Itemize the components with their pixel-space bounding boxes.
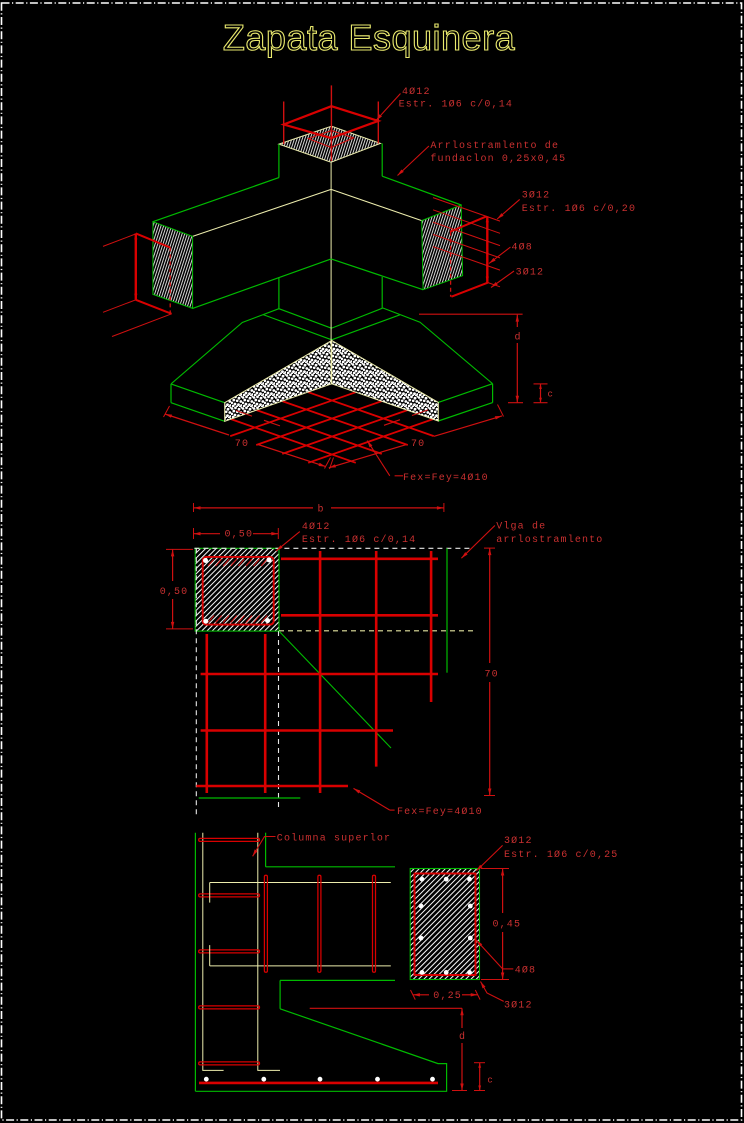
- svg-text:Fex=Fey=4Ø10: Fex=Fey=4Ø10: [397, 806, 483, 818]
- svg-text:arrlostramlento: arrlostramlento: [496, 534, 603, 546]
- svg-text:4Ø8: 4Ø8: [515, 965, 536, 977]
- svg-text:Zapata Esquinera: Zapata Esquinera: [223, 17, 516, 58]
- svg-text:d: d: [515, 332, 522, 344]
- svg-text:70: 70: [235, 439, 249, 450]
- svg-text:Estr. 1Ø6 c/0,14: Estr. 1Ø6 c/0,14: [399, 99, 513, 111]
- svg-text:Fex=Fey=4Ø10: Fex=Fey=4Ø10: [403, 472, 489, 484]
- svg-text:Estr. 1Ø6 c/0,25: Estr. 1Ø6 c/0,25: [504, 849, 618, 861]
- svg-text:c: c: [548, 390, 555, 400]
- svg-text:Estr. 1Ø6 c/0,14: Estr. 1Ø6 c/0,14: [302, 534, 416, 546]
- svg-text:fundaclon 0,25x0,45: fundaclon 0,25x0,45: [430, 153, 566, 165]
- svg-text:c: c: [487, 1076, 494, 1086]
- svg-text:Vlga de: Vlga de: [496, 521, 546, 533]
- svg-text:0,45: 0,45: [493, 919, 522, 930]
- svg-text:70: 70: [411, 439, 425, 450]
- svg-text:4Ø8: 4Ø8: [512, 242, 533, 254]
- svg-text:Estr. 1Ø6 c/0,20: Estr. 1Ø6 c/0,20: [522, 203, 636, 215]
- svg-text:3Ø12: 3Ø12: [522, 190, 551, 202]
- svg-text:Arrlostramlento de: Arrlostramlento de: [430, 140, 559, 152]
- svg-text:3Ø12: 3Ø12: [504, 999, 533, 1011]
- svg-text:0,25: 0,25: [433, 991, 462, 1002]
- svg-text:4Ø12: 4Ø12: [402, 86, 431, 98]
- svg-text:3Ø12: 3Ø12: [504, 835, 533, 847]
- svg-text:70: 70: [485, 670, 499, 681]
- svg-text:Columna superlor: Columna superlor: [277, 832, 391, 844]
- svg-text:4Ø12: 4Ø12: [302, 521, 331, 533]
- svg-text:0,50: 0,50: [160, 587, 189, 598]
- svg-text:d: d: [459, 1031, 466, 1043]
- svg-text:b: b: [318, 504, 325, 516]
- svg-text:0,50: 0,50: [225, 530, 254, 541]
- svg-text:3Ø12: 3Ø12: [516, 266, 545, 278]
